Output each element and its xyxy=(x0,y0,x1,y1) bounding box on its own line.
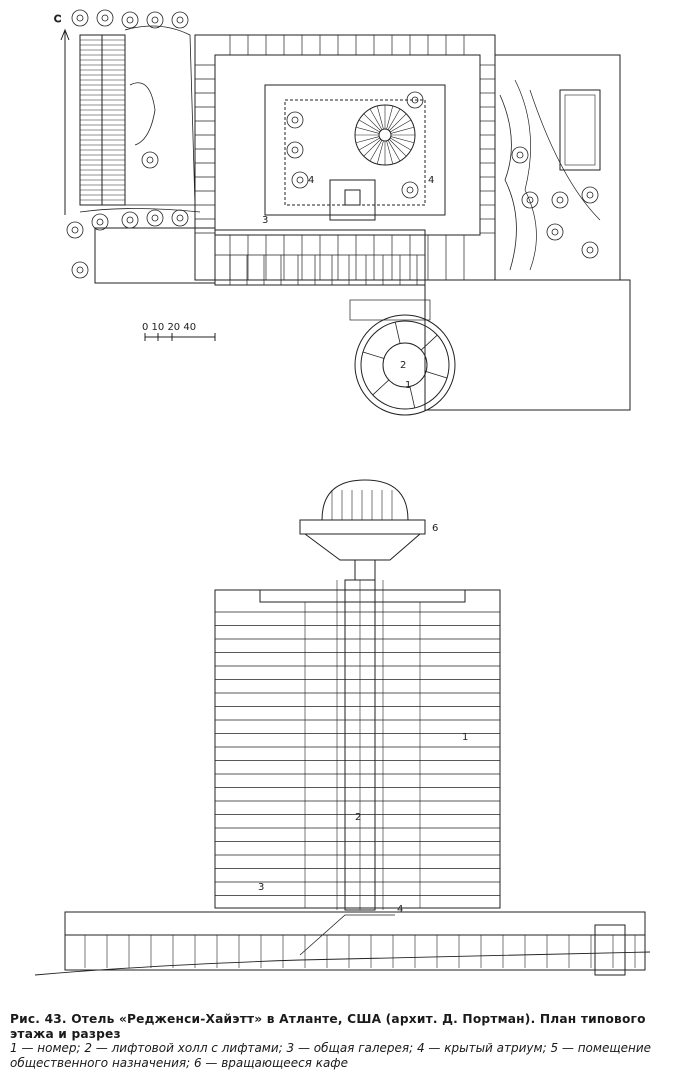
tree-icons xyxy=(66,9,599,279)
north-label: С xyxy=(54,14,61,25)
section-marker-1: 1 xyxy=(462,732,468,743)
scale-label: 0 10 20 40 xyxy=(142,322,196,333)
section-marker-2: 2 xyxy=(355,812,361,823)
section-marker-3: 3 xyxy=(258,882,264,893)
plan-marker-4b: 4 xyxy=(428,175,434,186)
plan-marker-3: 3 xyxy=(262,215,268,226)
north-arrow-icon xyxy=(60,28,70,215)
revolving-cafe-plan xyxy=(354,314,456,416)
hotel-plan-block xyxy=(194,34,496,281)
caption-legend: 1 — номер; 2 — лифтовой холл с лифтами; … xyxy=(10,1041,652,1070)
floor-plan: С xyxy=(54,9,631,416)
building-section xyxy=(34,479,651,976)
section-marker-6: 6 xyxy=(432,523,438,534)
plan-marker-4a: 4 xyxy=(308,175,314,186)
garden-area xyxy=(494,54,621,281)
architectural-drawing: С xyxy=(34,9,651,976)
figure-caption: Рис. 43. Отель «Редженси-Хайэтт» в Атлан… xyxy=(10,1012,685,1070)
plan-marker-1: 1 xyxy=(405,380,411,391)
atrium-sculpture-icon xyxy=(354,104,416,166)
scale-bar xyxy=(144,333,216,341)
caption-title: Рис. 43. Отель «Редженси-Хайэтт» в Атлан… xyxy=(10,1012,646,1041)
plan-marker-2: 2 xyxy=(400,360,406,371)
section-marker-4: 4 xyxy=(397,904,403,915)
parking-ramp xyxy=(79,34,126,206)
